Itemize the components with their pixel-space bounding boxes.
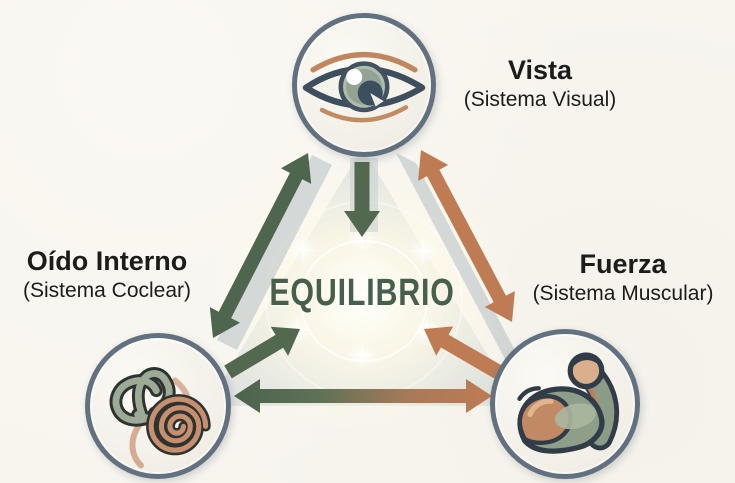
arrow-vista-fuerza: [418, 150, 515, 322]
arrow-underlay-right: [396, 153, 535, 388]
center-glow-core: [312, 248, 412, 348]
sparkle: [406, 234, 440, 268]
fuerza-title: Fuerza: [579, 249, 667, 279]
oido-subtitle: (Sistema Coclear): [22, 279, 192, 303]
inner-ear-cochlea-icon: [109, 367, 211, 469]
flexed-bicep-icon: [517, 352, 620, 454]
label-oido-interno: Oído Interno (Sistema Coclear): [0, 246, 214, 303]
center-label: EQUILIBRIO: [269, 272, 455, 314]
arrow-oido-center: [224, 326, 300, 379]
cochlea-fill: [148, 396, 209, 453]
sparkle: [345, 338, 379, 372]
node-vista: [292, 13, 436, 157]
arrow-underlay-left: [217, 155, 332, 350]
node-oido-interno: [85, 333, 231, 479]
vista-title: Vista: [507, 55, 573, 85]
arrow-vista-center: [344, 162, 380, 237]
label-fuerza: Fuerza (Sistema Muscular): [512, 249, 734, 306]
arrow-vista-oido: [209, 153, 312, 338]
label-vista: Vista (Sistema Visual): [440, 55, 640, 112]
arrow-fuerza-center: [424, 326, 502, 379]
oido-title: Oído Interno: [26, 246, 188, 276]
eye-icon: [302, 52, 426, 123]
fuerza-subtitle: (Sistema Muscular): [532, 282, 714, 306]
node-fuerza: [490, 329, 640, 479]
vista-subtitle: (Sistema Visual): [463, 88, 617, 112]
